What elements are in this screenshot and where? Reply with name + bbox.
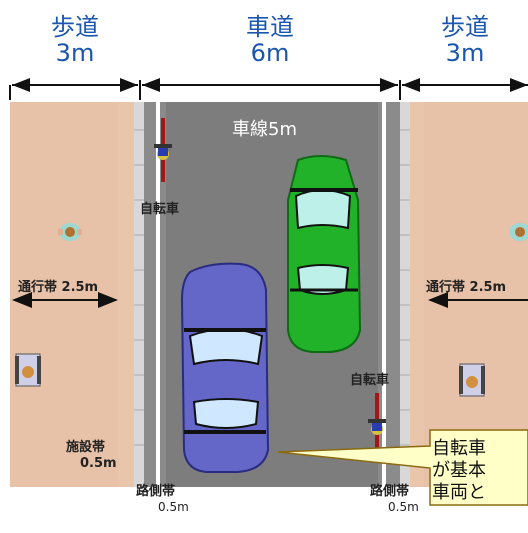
bicycle-icon — [368, 393, 386, 457]
right-curb — [400, 102, 410, 487]
callout-line-3: 車両と — [432, 482, 486, 503]
shoulder-width-label-left: 0.5m — [158, 500, 189, 514]
wheelchair-user-icon — [15, 353, 41, 387]
right-passage-arrow — [428, 292, 528, 308]
header-left-sidewalk: 歩道 3m — [20, 14, 130, 66]
header-road-width: 6m — [250, 39, 290, 67]
left-shoulder — [144, 102, 166, 487]
header-left-width: 3m — [55, 39, 95, 67]
header-roadway: 車道 6m — [215, 14, 325, 66]
callout-bubble — [277, 429, 528, 506]
pedestrian-icon — [509, 223, 528, 241]
header-right-sidewalk: 歩道 3m — [410, 14, 520, 66]
header-right-title: 歩道 — [441, 13, 489, 41]
callout-line-2: が基本 — [432, 460, 486, 481]
header-road-title: 車道 — [246, 13, 294, 41]
left-curb — [134, 102, 144, 487]
shoulder-label-left: 路側帯 — [136, 484, 176, 499]
bicycle-label-left: 自転車 — [140, 202, 180, 217]
pedestrian-icon — [58, 223, 82, 241]
green-car-icon — [287, 155, 362, 353]
wheelchair-user-icon — [459, 363, 485, 397]
bicycle-icon — [154, 118, 172, 182]
shoulder-width-label-right: 0.5m — [388, 500, 419, 514]
shoulder-label-right: 路側帯 — [370, 484, 410, 499]
header-left-title: 歩道 — [51, 13, 99, 41]
left-passage-arrow — [12, 292, 118, 308]
facility-width-label: 0.5m — [80, 456, 117, 471]
bicycle-label-right: 自転車 — [350, 373, 390, 388]
blue-car-icon — [180, 262, 270, 473]
right-facility-strip — [410, 102, 424, 487]
passage-label-right: 通行帯 2.5m — [426, 280, 507, 295]
right-sidewalk — [424, 102, 528, 487]
callout-line-1: 自転車 — [432, 438, 486, 459]
callout-text: 自転車 が基本 車両と — [432, 438, 528, 504]
header-right-width: 3m — [445, 39, 485, 67]
dimension-arrows — [9, 78, 528, 100]
facility-label: 施設帯 — [66, 440, 106, 455]
passage-label-left: 通行帯 2.5m — [18, 280, 99, 295]
lane-width-label: 車線5m — [232, 119, 297, 140]
